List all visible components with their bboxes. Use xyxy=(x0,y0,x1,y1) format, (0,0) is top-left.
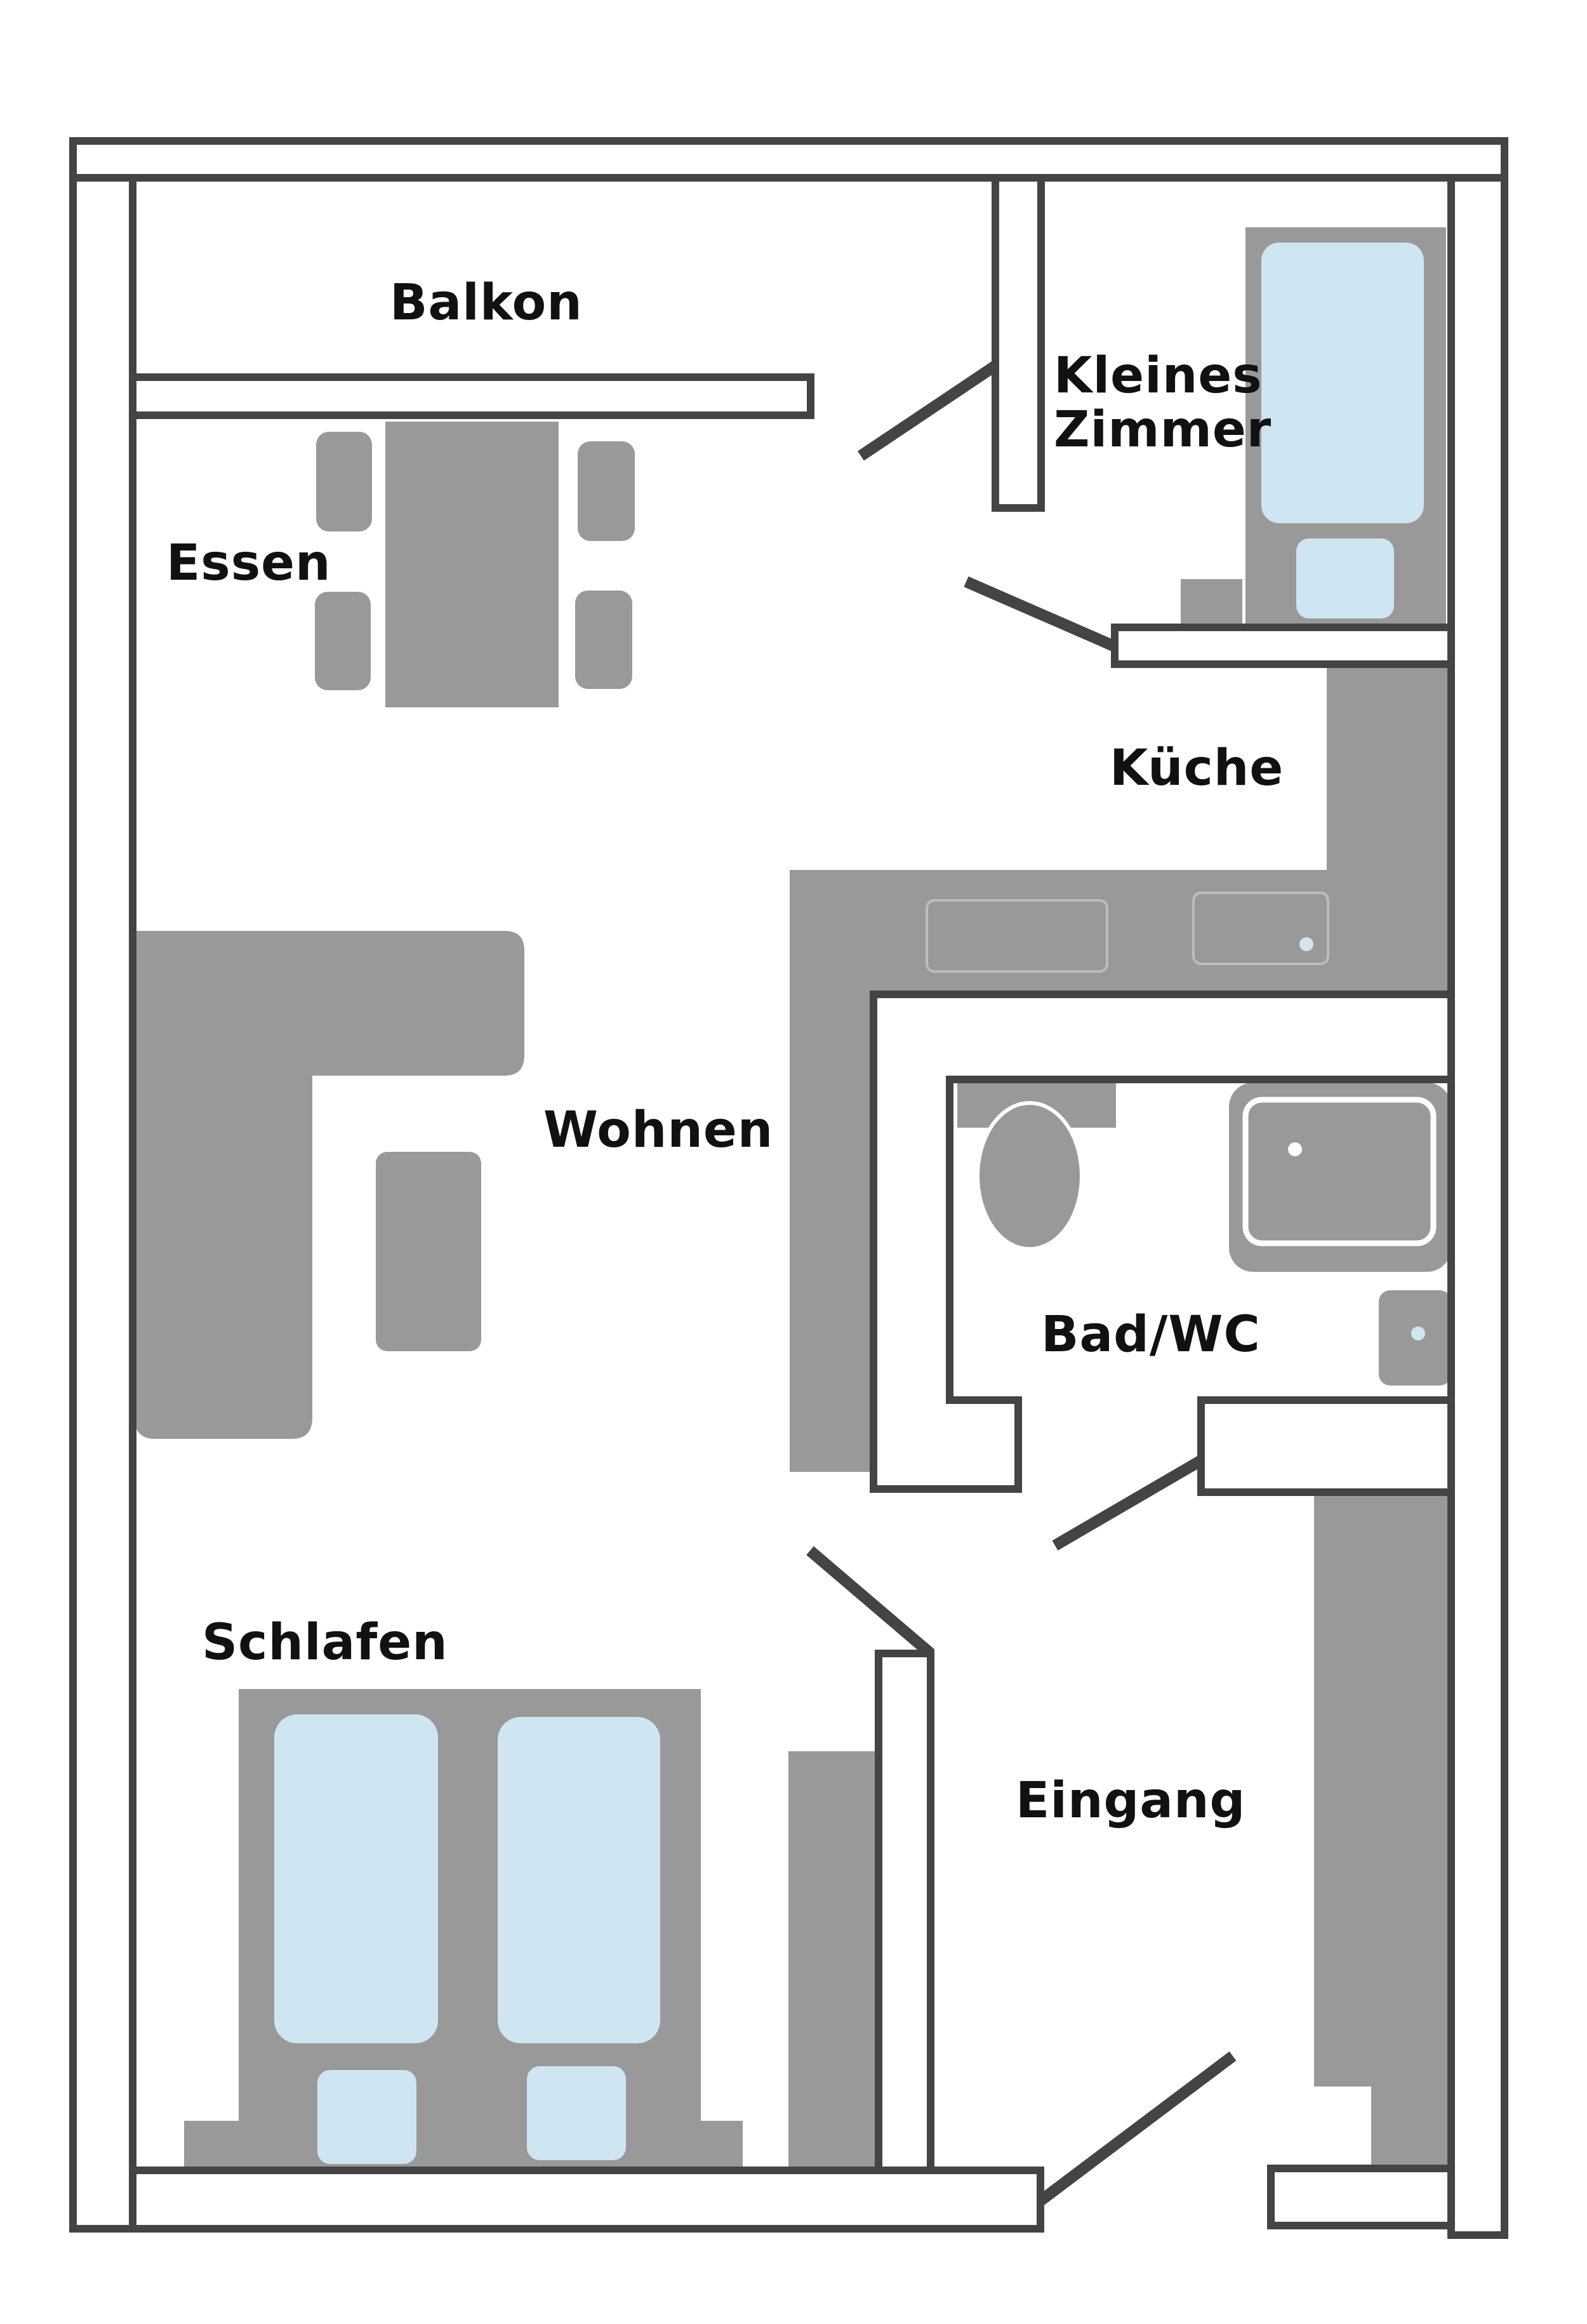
washbasin-drain xyxy=(1411,1326,1425,1340)
door-kitchen xyxy=(964,576,1117,652)
toilet xyxy=(976,1101,1084,1251)
dining-chair-top-left xyxy=(316,432,372,531)
bed-mattress-left xyxy=(274,1714,438,2043)
cooktop xyxy=(926,899,1108,973)
wall-bottom-right xyxy=(1267,2165,1455,2229)
dining-table xyxy=(385,422,559,707)
door-entrance xyxy=(1037,2051,1237,2206)
dining-chair-bottom-right xyxy=(575,591,632,689)
wall-left xyxy=(69,174,136,2233)
label-kueche: Küche xyxy=(1110,740,1284,797)
nightstand-right xyxy=(679,2121,743,2172)
wall-bath-bottom xyxy=(1197,1396,1455,1496)
kitchen-sink xyxy=(1192,892,1329,965)
bed-mattress-right xyxy=(498,1717,660,2043)
nightstand-left xyxy=(184,2121,248,2172)
small-room-pillow xyxy=(1296,538,1394,618)
bed-pillow-right xyxy=(527,2066,626,2160)
walls-layer xyxy=(69,137,1508,2239)
labels-layer: Balkon Kleines Zimmer Essen Küche Wohnen… xyxy=(166,274,1284,1829)
label-wohnen: Wohnen xyxy=(543,1102,773,1159)
doors-layer xyxy=(806,361,1237,2206)
wall-right xyxy=(1447,174,1508,2239)
wall-balcony xyxy=(129,373,814,419)
wall-small-room-left xyxy=(992,174,1045,512)
wall-small-room-bottom xyxy=(1111,624,1455,668)
corner-sofa xyxy=(135,931,524,1439)
kitchen-counter xyxy=(790,664,1451,1472)
bedroom-wardrobe xyxy=(788,1751,876,2175)
door-small-room xyxy=(857,361,999,461)
label-balkon: Balkon xyxy=(390,274,583,331)
label-kleines-zimmer-1: Kleines xyxy=(1054,347,1263,404)
bed-pillow-left xyxy=(317,2070,416,2164)
furniture-layer xyxy=(135,227,1451,2175)
shower-tray xyxy=(1229,1083,1451,1272)
coffee-table xyxy=(376,1152,481,1351)
label-kleines-zimmer-2: Zimmer xyxy=(1054,401,1272,458)
door-bathroom xyxy=(1052,1455,1204,1551)
shower-tray-inner xyxy=(1242,1097,1437,1246)
small-room-mattress xyxy=(1261,243,1424,523)
label-schlafen: Schlafen xyxy=(202,1614,448,1671)
dining-chair-bottom-left xyxy=(315,592,371,690)
label-bad-wc: Bad/WC xyxy=(1041,1306,1261,1363)
entrance-wardrobe-low xyxy=(1371,2087,1451,2173)
entrance-wardrobe xyxy=(1314,1490,1451,2087)
wall-bottom-left xyxy=(129,2167,1044,2233)
wall-top xyxy=(69,137,1508,182)
wall-bedroom-right xyxy=(875,1650,934,2174)
sink-drain xyxy=(1299,937,1313,951)
dining-chair-top-right xyxy=(578,441,635,541)
label-essen: Essen xyxy=(166,535,331,592)
wall-bath-l xyxy=(870,991,1455,1493)
small-room-nightstand xyxy=(1181,579,1242,627)
label-eingang: Eingang xyxy=(1016,1772,1245,1829)
door-bedroom xyxy=(806,1546,934,1658)
shower-drain xyxy=(1288,1142,1302,1156)
